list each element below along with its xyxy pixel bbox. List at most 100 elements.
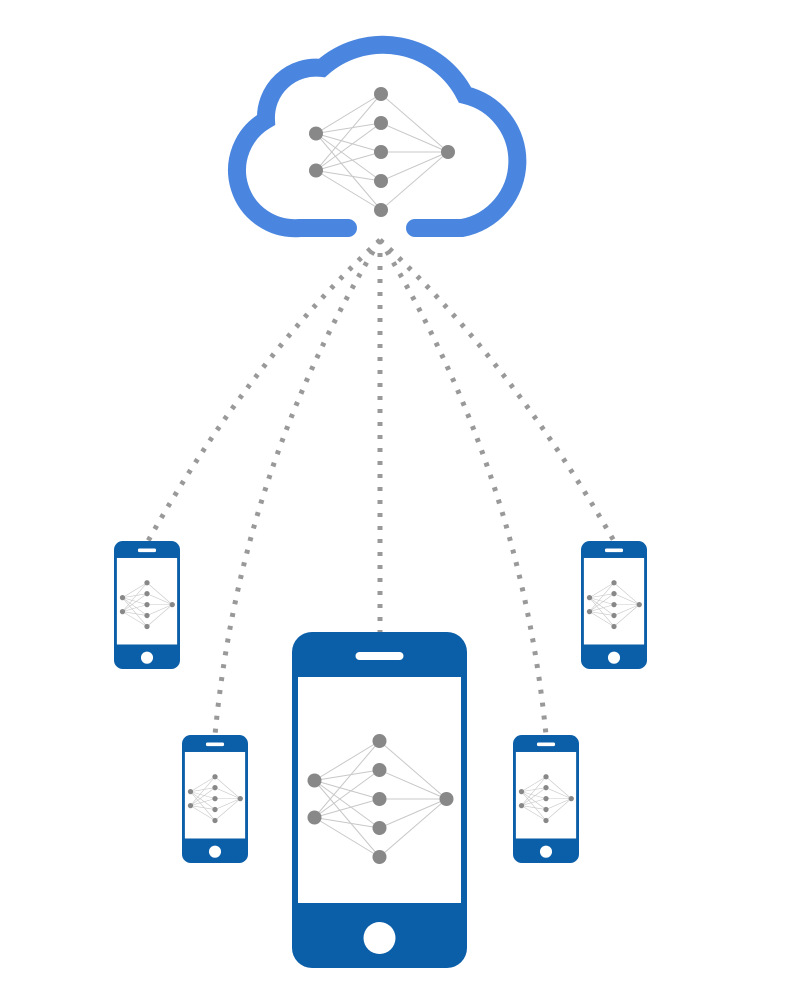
network-node <box>611 612 617 619</box>
network-edge <box>315 122 382 171</box>
phone-icon-phone-left-lower <box>182 735 248 863</box>
network-node <box>586 594 593 601</box>
network-node <box>611 601 617 608</box>
network-edge <box>146 604 173 627</box>
phone-speaker <box>205 742 225 747</box>
network-node <box>518 788 525 795</box>
network-edge <box>314 780 380 858</box>
network-edge <box>379 798 447 829</box>
network-edge <box>589 604 615 612</box>
network-edge <box>315 93 382 171</box>
network-edge <box>589 582 615 612</box>
network-edge <box>521 805 547 821</box>
network-edge <box>190 776 216 806</box>
dotted-connection-line <box>212 238 383 736</box>
phone-neural-network-icon <box>307 733 454 864</box>
devices <box>114 541 647 968</box>
network-edge <box>521 787 547 792</box>
network-node <box>374 116 388 130</box>
network-edge <box>190 805 216 821</box>
phone-home-button <box>140 651 154 664</box>
network-node <box>374 87 388 101</box>
phone-speaker <box>604 548 624 553</box>
network-node <box>372 733 387 748</box>
network-node <box>568 795 574 802</box>
network-node <box>237 795 243 802</box>
network-edge <box>545 787 572 799</box>
network-edge <box>613 593 640 605</box>
network-node <box>543 774 549 780</box>
network-edge <box>315 170 382 211</box>
network-node <box>636 601 642 608</box>
network-edge <box>589 611 615 627</box>
network-edge <box>314 740 380 818</box>
network-node <box>119 594 126 601</box>
network-node <box>518 802 525 809</box>
network-edge <box>589 582 615 598</box>
network-node <box>611 623 617 630</box>
network-node <box>187 788 194 795</box>
network-edge <box>379 740 447 800</box>
network-node <box>543 806 549 813</box>
network-edge <box>589 597 615 616</box>
network-node <box>611 580 617 586</box>
dotted-connection-line <box>145 238 382 543</box>
network-edge <box>589 597 615 627</box>
network-edge <box>122 597 148 627</box>
network-node <box>212 806 218 813</box>
network-edge <box>521 798 547 806</box>
network-node <box>543 817 549 824</box>
network-edge <box>521 787 547 806</box>
network-node <box>543 785 549 791</box>
cloud-neural-network-icon <box>309 87 455 217</box>
network-edge <box>521 776 547 792</box>
network-node <box>586 608 593 615</box>
network-edge <box>315 133 382 182</box>
network-edge <box>190 798 216 806</box>
phone-home-button <box>539 845 553 858</box>
phone-home-button <box>208 845 222 858</box>
network-edge <box>214 787 241 799</box>
cloud-icon <box>228 35 527 238</box>
phone-speaker <box>536 742 556 747</box>
network-edge <box>521 791 547 821</box>
phone-icon-phone-left-upper <box>114 541 180 669</box>
network-edge <box>589 593 615 598</box>
network-node <box>309 126 323 141</box>
network-node <box>441 145 455 159</box>
network-edge <box>613 604 640 627</box>
network-edge <box>314 769 380 818</box>
network-edge <box>122 604 148 612</box>
network-node <box>187 802 194 809</box>
phone-neural-network-icon <box>518 774 574 824</box>
network-edge <box>190 805 216 810</box>
network-edge <box>314 780 380 829</box>
network-edge <box>190 791 216 799</box>
network-node <box>372 791 387 806</box>
network-node <box>144 591 150 597</box>
network-edge <box>613 582 640 605</box>
network-edge <box>190 791 216 810</box>
network-edge <box>314 740 380 781</box>
phone-neural-network-icon <box>187 774 243 824</box>
network-edge <box>122 597 148 605</box>
network-node <box>144 580 150 586</box>
network-node <box>372 849 387 864</box>
phone-home-button <box>607 651 621 664</box>
network-edge <box>613 604 640 616</box>
network-node <box>212 817 218 824</box>
network-edge <box>314 798 380 818</box>
network-node <box>212 795 218 802</box>
network-edge <box>545 776 572 799</box>
connection-links <box>145 238 617 736</box>
network-edge <box>190 787 216 806</box>
phone-icon-phone-right-lower <box>513 735 579 863</box>
network-node <box>144 623 150 630</box>
network-edge <box>315 170 382 182</box>
network-edge <box>379 769 447 800</box>
network-edge <box>521 805 547 810</box>
network-edge <box>190 776 216 792</box>
network-edge <box>315 133 382 211</box>
network-edge <box>314 816 380 829</box>
network-edge <box>589 597 615 605</box>
